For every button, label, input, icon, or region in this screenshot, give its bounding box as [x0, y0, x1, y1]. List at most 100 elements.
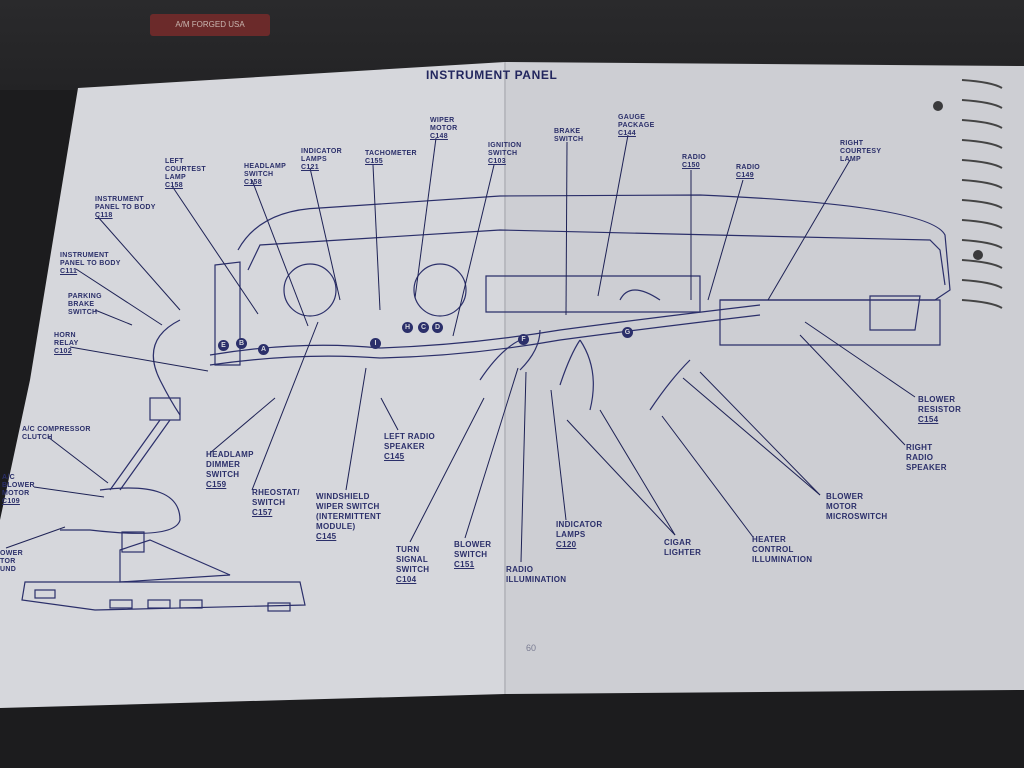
label-text: CIGAR LIGHTER: [664, 538, 702, 557]
label-text: INSTRUMENT PANEL TO BODY: [60, 252, 121, 267]
label-rheostat-switch: RHEOSTAT/ SWITCH C157: [252, 488, 300, 518]
connector-code: C103: [488, 158, 506, 165]
label-indicator-lamps-bottom: INDICATOR LAMPS C120: [556, 520, 602, 550]
connector-letter-d: D: [432, 322, 443, 333]
label-ac-blower-motor: A/C BLOWER MOTOR C109: [2, 474, 35, 506]
page-title: INSTRUMENT PANEL: [426, 68, 558, 82]
label-text: BLOWER MOTOR MICROSWITCH: [826, 492, 888, 521]
label-ac-compressor-clutch: A/C COMPRESSOR CLUTCH: [22, 426, 91, 442]
label-text: PARKING BRAKE SWITCH: [68, 293, 102, 316]
label-text: BLOWER RESISTOR: [918, 395, 962, 414]
connector-code: C118: [95, 212, 113, 219]
label-blower-switch: BLOWER SWITCH C151: [454, 540, 491, 570]
connector-letter-i: I: [370, 338, 381, 349]
label-turn-signal-switch: TURN SIGNAL SWITCH C104: [396, 545, 429, 585]
connector-code: C144: [618, 130, 636, 137]
label-text: GAUGE PACKAGE: [618, 114, 655, 129]
label-right-courtesy-lamp: RIGHT COURTESY LAMP: [840, 140, 881, 164]
label-text: TURN SIGNAL SWITCH: [396, 545, 430, 574]
label-text: WIPER MOTOR: [430, 117, 458, 132]
connector-code: C145: [384, 452, 405, 461]
label-left-radio-speaker: LEFT RADIO SPEAKER C145: [384, 432, 435, 462]
connector-code: C158: [244, 179, 262, 186]
connector-code: C111: [60, 268, 78, 275]
spiral-binding: [961, 79, 1003, 309]
label-instrument-panel-c118: INSTRUMENT PANEL TO BODY C118: [95, 196, 156, 220]
label-horn-relay: HORN RELAY C102: [54, 332, 79, 356]
binding-hole: [933, 101, 943, 111]
label-parking-brake-switch: PARKING BRAKE SWITCH: [68, 293, 102, 317]
label-text: IGNITION SWITCH: [488, 142, 522, 157]
screwdriver-handle: A/M FORGED USA: [150, 14, 270, 36]
label-text: LEFT RADIO SPEAKER: [384, 432, 435, 451]
connector-letter-e: E: [218, 340, 229, 351]
label-text: WINDSHIELD WIPER SWITCH (INTERMITTENT MO…: [316, 492, 382, 531]
label-blower-motor-ground: OWER TOR UND: [0, 550, 23, 574]
label-blower-resistor: BLOWER RESISTOR C154: [918, 395, 961, 425]
label-text: TACHOMETER: [365, 150, 417, 157]
label-left-courtesy-lamp: LEFT COURTEST LAMP C158: [165, 158, 206, 190]
label-text: HEADLAMP SWITCH: [244, 163, 287, 178]
label-text: A/C COMPRESSOR CLUTCH: [22, 426, 91, 441]
label-text: RADIO: [682, 154, 707, 161]
label-text: A/C BLOWER MOTOR: [2, 474, 35, 497]
connector-code: C120: [556, 540, 577, 549]
connector-code: C109: [2, 498, 20, 505]
left-page: [0, 62, 505, 708]
connector-code: C149: [736, 172, 754, 179]
label-text: INDICATOR LAMPS: [556, 520, 603, 539]
binding-hole: [973, 250, 983, 260]
page-number: 60: [526, 643, 537, 653]
connector-code: C104: [396, 575, 417, 584]
label-instrument-panel-c111: INSTRUMENT PANEL TO BODY C111: [60, 252, 121, 276]
connector-code: C121: [301, 164, 319, 171]
dashboard-outline: [21, 194, 951, 612]
label-text: RHEOSTAT/ SWITCH: [252, 488, 300, 507]
label-headlamp-dimmer-switch: HEADLAMP DIMMER SWITCH C159: [206, 450, 254, 490]
connector-code: C154: [918, 415, 939, 424]
label-text: BLOWER SWITCH: [454, 540, 492, 559]
connector-code: C155: [365, 158, 383, 165]
label-text: LEFT COURTEST LAMP: [165, 158, 206, 181]
label-brake-switch: BRAKE SWITCH: [554, 128, 583, 144]
label-text: RIGHT COURTESY LAMP: [840, 140, 882, 163]
leader-lines: [5, 134, 916, 563]
connector-letter-a: A: [258, 344, 269, 355]
label-radio-c149: RADIO C149: [736, 164, 760, 180]
label-indicator-lamps-top: INDICATOR LAMPS C121: [301, 148, 342, 172]
label-text: RADIO: [736, 164, 761, 171]
label-text: OWER TOR UND: [0, 550, 23, 573]
label-text: INSTRUMENT PANEL TO BODY: [95, 196, 156, 211]
connector-code: C158: [165, 182, 183, 189]
right-page: [505, 62, 1024, 694]
label-blower-motor-microswitch: BLOWER MOTOR MICROSWITCH: [826, 492, 888, 522]
label-radio-illumination: RADIO ILLUMINATION: [506, 565, 566, 585]
label-windshield-wiper-switch: WINDSHIELD WIPER SWITCH (INTERMITTENT MO…: [316, 492, 381, 542]
connector-letter-g: G: [622, 327, 633, 338]
connector-code: C157: [252, 508, 273, 517]
label-radio-c150: RADIO C150: [682, 154, 706, 170]
label-right-radio-speaker: RIGHT RADIO SPEAKER: [906, 443, 947, 473]
label-text: HORN RELAY: [54, 332, 79, 347]
connector-letter-c: C: [418, 322, 429, 333]
label-gauge-package: GAUGE PACKAGE C144: [618, 114, 655, 138]
connector-code: C102: [54, 348, 72, 355]
connector-letter-h: H: [402, 322, 413, 333]
connector-letter-b: B: [236, 338, 247, 349]
connector-code: C148: [430, 133, 448, 140]
label-text: RIGHT RADIO SPEAKER: [906, 443, 947, 472]
label-text: HEADLAMP DIMMER SWITCH: [206, 450, 254, 479]
label-text: BRAKE SWITCH: [554, 128, 584, 143]
label-wiper-motor: WIPER MOTOR C148: [430, 117, 457, 141]
connector-code: C145: [316, 532, 337, 541]
connector-letter-f: F: [518, 334, 529, 345]
label-headlamp-switch: HEADLAMP SWITCH C158: [244, 163, 286, 187]
label-text: HEATER CONTROL ILLUMINATION: [752, 535, 813, 564]
label-text: RADIO ILLUMINATION: [506, 565, 567, 584]
connector-code: C151: [454, 560, 475, 569]
label-cigar-lighter: CIGAR LIGHTER: [664, 538, 701, 558]
label-text: INDICATOR LAMPS: [301, 148, 342, 163]
label-tachometer: TACHOMETER C155: [365, 150, 417, 166]
label-ignition-switch: IGNITION SWITCH C103: [488, 142, 522, 166]
